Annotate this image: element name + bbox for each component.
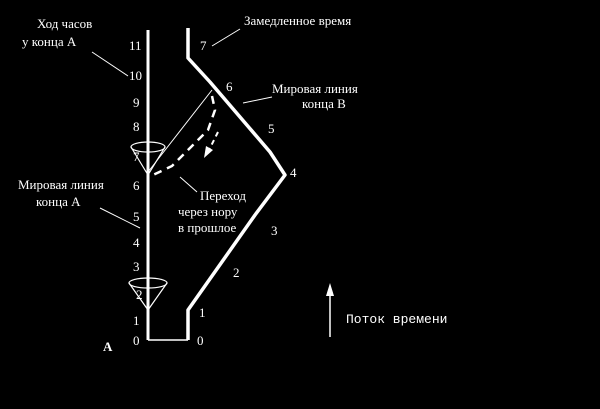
pointer-slowed-time xyxy=(211,28,241,47)
tick-a-6: 6 xyxy=(133,178,140,193)
tick-a-4: 4 xyxy=(133,235,140,250)
tick-b-3: 3 xyxy=(271,223,278,238)
tick-a-10: 10 xyxy=(129,68,142,83)
light-cone-lower xyxy=(128,277,168,311)
label-worldline-b-line1: Мировая линия xyxy=(272,81,358,96)
tick-a-7: 7 xyxy=(133,149,140,164)
label-transition-line2: через нору xyxy=(178,204,238,219)
time-flow-arrow-head xyxy=(326,283,334,296)
label-slowed-time: Замедленное время xyxy=(244,13,351,28)
label-worldline-a-line2: конца А xyxy=(36,194,81,209)
tick-b-2: 2 xyxy=(233,265,240,280)
tick-b-5: 5 xyxy=(268,121,275,136)
wormhole-arrow-shaft xyxy=(208,131,219,151)
tick-b-1: 1 xyxy=(199,305,206,320)
label-worldline-b-line2: конца В xyxy=(302,96,346,111)
pointer-worldline-b xyxy=(242,96,273,104)
tick-a-8: 8 xyxy=(133,119,140,134)
label-end-a: А xyxy=(103,339,113,354)
tick-a-2: 2 xyxy=(136,287,143,302)
tick-a-5: 5 xyxy=(133,209,140,224)
tick-a-9: 9 xyxy=(133,95,140,110)
b6-to-a6-connector xyxy=(147,89,213,173)
label-transition-line1: Переход xyxy=(200,188,246,203)
label-worldline-a-line1: Мировая линия xyxy=(18,177,104,192)
tick-a-1: 1 xyxy=(133,313,140,328)
tick-a-0: 0 xyxy=(133,333,140,348)
tick-b-7: 7 xyxy=(200,38,207,53)
label-time-flow: Поток времени xyxy=(346,312,447,327)
worldline-b xyxy=(186,28,287,340)
tick-b-0: 0 xyxy=(197,333,204,348)
label-clock-a-line2: у конца А xyxy=(22,34,77,49)
label-transition-line3: в прошлое xyxy=(178,220,237,235)
pointer-clock-a xyxy=(91,51,129,77)
pointer-worldline-a xyxy=(99,207,141,229)
pointer-transition xyxy=(179,176,198,193)
tick-b-4: 4 xyxy=(290,165,297,180)
label-clock-a-line1: Ход часов xyxy=(37,16,92,31)
tick-a-11: 11 xyxy=(129,38,142,53)
wormhole-path-dashed xyxy=(152,95,217,177)
tick-a-3: 3 xyxy=(133,259,140,274)
tick-b-6: 6 xyxy=(226,79,233,94)
wormhole-arrow-head xyxy=(204,146,213,158)
